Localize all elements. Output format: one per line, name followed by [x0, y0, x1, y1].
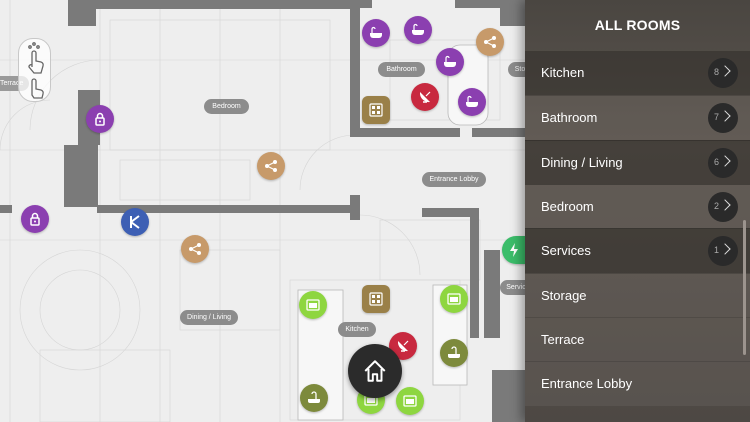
- room-name: Bedroom: [541, 198, 594, 214]
- appliance-device-kitchen-4[interactable]: [396, 387, 424, 415]
- map-label-bathroom[interactable]: Bathroom: [378, 62, 425, 77]
- appliance-device-kitchen-1[interactable]: [299, 291, 327, 319]
- home-icon: [364, 360, 386, 382]
- share-icon: [484, 36, 496, 48]
- room-list-scrollbar[interactable]: [743, 220, 746, 355]
- device-count: 1: [714, 245, 720, 256]
- chevron-right-icon: [719, 154, 731, 167]
- room-row-bedroom[interactable]: Bedroom 2: [525, 183, 750, 229]
- room-name: Services: [541, 243, 591, 259]
- appliance-device-kitchen-2[interactable]: [440, 285, 468, 313]
- device-count-badge[interactable]: 2: [708, 191, 738, 222]
- device-count-badge[interactable]: 8: [708, 58, 738, 88]
- bathtub-device-2[interactable]: [404, 16, 432, 44]
- share-icon: [265, 160, 277, 172]
- gesture-hint[interactable]: [18, 38, 51, 102]
- power-device-services[interactable]: [502, 236, 526, 264]
- bathtub-icon: [466, 95, 478, 107]
- sink-device-kitchen-2[interactable]: [300, 384, 328, 412]
- sink-icon: [448, 346, 460, 358]
- hub-device-dining[interactable]: [181, 235, 209, 263]
- map-label-entrance-lobby[interactable]: Entrance Lobby: [422, 172, 486, 187]
- room-row-storage[interactable]: Storage: [525, 272, 750, 318]
- map-label-bedroom[interactable]: Bedroom: [204, 99, 249, 114]
- home-button[interactable]: [348, 344, 402, 398]
- chevron-right-icon: [719, 199, 731, 211]
- panel-title: ALL ROOMS: [594, 17, 681, 33]
- chevron-right-icon: [719, 65, 731, 77]
- panel-device-kitchen[interactable]: [362, 285, 390, 313]
- bathtub-device-4[interactable]: [458, 88, 486, 116]
- room-name: Bathroom: [541, 110, 598, 126]
- device-count-badge[interactable]: 7: [708, 103, 738, 134]
- chevron-right-icon: [719, 110, 731, 122]
- satellite-dish-icon: [397, 340, 409, 352]
- lock-icon: [30, 212, 40, 226]
- share-icon: [189, 243, 201, 255]
- switch-panel-icon: [369, 103, 383, 117]
- room-row-kitchen[interactable]: Kitchen 8: [525, 51, 750, 95]
- device-count: 2: [714, 200, 720, 211]
- chevron-right-icon: [719, 243, 731, 255]
- panel-device-bathroom[interactable]: [362, 96, 390, 124]
- map-label-services[interactable]: Servic: [500, 280, 532, 295]
- room-name: Entrance Lobby: [541, 376, 633, 392]
- sink-device-kitchen[interactable]: [440, 339, 468, 367]
- oven-icon: [306, 299, 320, 311]
- lock-device-terrace[interactable]: [21, 205, 49, 233]
- oven-icon: [447, 293, 461, 305]
- bathtub-icon: [370, 26, 382, 38]
- room-name: Storage: [541, 287, 587, 303]
- device-count: 7: [714, 112, 720, 123]
- hub-device-bedroom[interactable]: [257, 152, 285, 180]
- lock-device-bedroom[interactable]: [86, 105, 114, 133]
- device-count: 8: [714, 67, 720, 77]
- room-row-services[interactable]: Services 1: [525, 228, 750, 274]
- device-count-badge[interactable]: 6: [708, 147, 738, 178]
- oven-icon: [403, 395, 417, 407]
- room-row-dining-living[interactable]: Dining / Living 6: [525, 139, 750, 185]
- map-label-kitchen[interactable]: Kitchen: [338, 322, 376, 337]
- bathtub-device-1[interactable]: [362, 19, 390, 47]
- lock-icon: [95, 112, 105, 126]
- satellite-dish-icon: [419, 91, 431, 103]
- blind-device-bedroom[interactable]: [121, 208, 149, 236]
- room-name: Dining / Living: [541, 154, 623, 170]
- bathtub-icon: [444, 55, 456, 67]
- hub-device-bathroom[interactable]: [476, 28, 504, 56]
- device-count: 6: [714, 156, 720, 167]
- room-row-bathroom[interactable]: Bathroom 7: [525, 95, 750, 141]
- room-name: Terrace: [541, 331, 585, 347]
- satellite-device-bathroom[interactable]: [411, 83, 439, 111]
- blind-icon: [130, 215, 140, 229]
- sink-icon: [308, 391, 320, 403]
- bathtub-device-3[interactable]: [436, 48, 464, 76]
- room-row-terrace[interactable]: Terrace: [525, 316, 750, 362]
- room-name: Kitchen: [541, 65, 585, 80]
- room-row-entrance-lobby[interactable]: Entrance Lobby: [525, 361, 750, 407]
- map-label-dining-living[interactable]: Dining / Living: [180, 310, 238, 325]
- bathtub-icon: [412, 23, 424, 35]
- device-count-badge[interactable]: 1: [708, 236, 738, 267]
- lightning-icon: [510, 243, 518, 257]
- hand-swipe-icon: [28, 42, 44, 99]
- switch-panel-icon: [369, 292, 383, 306]
